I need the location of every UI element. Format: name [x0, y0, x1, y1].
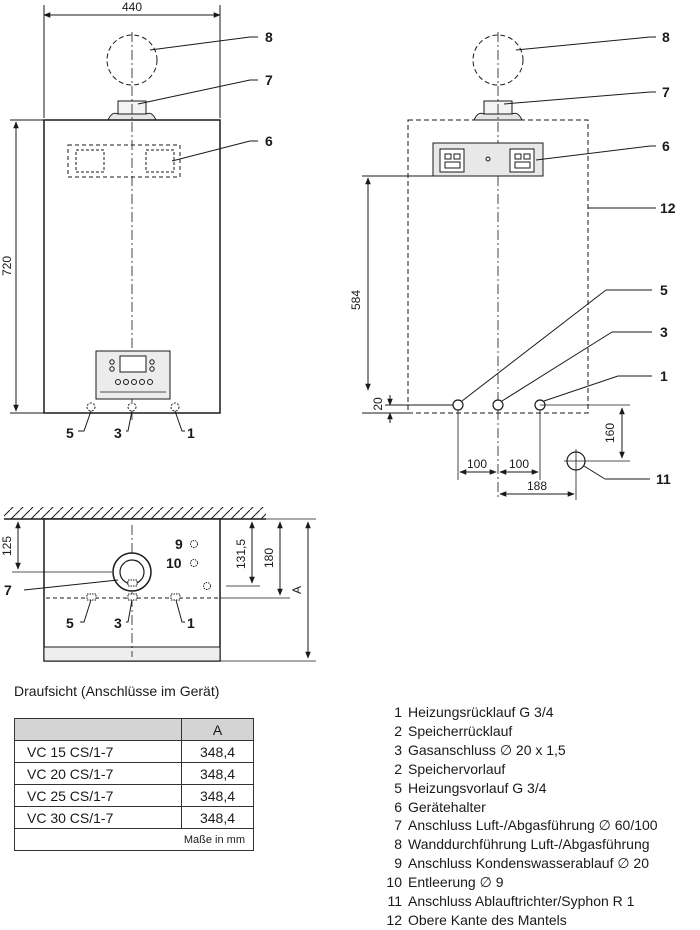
- callout-rear-1: 1: [660, 368, 668, 384]
- legend-item: 2 Speichervorlauf: [374, 760, 658, 779]
- legend-text: Heizungsrücklauf G 3/4: [408, 704, 554, 720]
- legend-text: Obere Kante des Mantels: [408, 911, 567, 928]
- wall-hatch: [4, 507, 266, 519]
- dim-offset-20: 20: [371, 397, 385, 411]
- legend-text: Speichervorlauf: [408, 760, 506, 777]
- callout-top-1: 1: [187, 615, 195, 631]
- rear-view: 584 20 160 100 100 188: [349, 29, 676, 500]
- callout-rear-5: 5: [660, 282, 668, 298]
- callout-front-1: 1: [187, 425, 195, 441]
- callout-rear-11: 11: [656, 471, 671, 487]
- callout-top-3: 3: [114, 615, 122, 631]
- legend-list: 1 Heizungsrücklauf G 3/4 2 Speicherrücklau…: [374, 703, 658, 930]
- table-row: VC 20 CS/1-7 348,4: [14, 762, 254, 785]
- wall-duct-outline: [106, 34, 158, 86]
- callout-front-6: 6: [265, 133, 273, 149]
- callout-rear-6: 6: [662, 138, 670, 154]
- legend-item: 11 Anschluss Ablauftrichter/Syphon R 1: [374, 892, 658, 911]
- dim-width-440: 440: [122, 0, 142, 14]
- legend-number: 11: [387, 893, 402, 910]
- callout-rear-3: 3: [660, 324, 668, 340]
- table-header-model: [14, 718, 182, 741]
- table-cell-model: VC 25 CS/1-7: [14, 784, 182, 807]
- legend-text: Anschluss Luft-/Abgasführung ∅ 60/100: [408, 817, 658, 834]
- legend-number: 2: [394, 722, 402, 739]
- callout-front-7: 7: [265, 72, 273, 88]
- connection-5: [452, 399, 464, 411]
- legend-text: Heizungsvorlauf G 3/4: [408, 779, 547, 796]
- table-footer-row: Maße in mm: [14, 828, 254, 851]
- callout-top-10: 10: [166, 555, 182, 571]
- legend-text: Gasanschluss ∅ 20 x 1,5: [408, 741, 566, 758]
- legend-number: 6: [394, 798, 402, 815]
- top-view-caption: Draufsicht (Anschlüsse im Gerät): [14, 683, 220, 699]
- legend-text: Wanddurchführung Luft-/Abgasführung: [408, 836, 650, 853]
- legend-text: Anschluss Ablauftrichter/Syphon R 1: [408, 893, 635, 910]
- legend-number: 9: [394, 855, 402, 872]
- callout-top-9: 9: [175, 536, 183, 552]
- table-cell-a: 348,4: [181, 784, 254, 807]
- dim-top-131-5: 131,5: [234, 539, 248, 569]
- legend-text: Gerätehalter: [408, 798, 486, 815]
- table-row: VC 25 CS/1-7 348,4: [14, 784, 254, 807]
- front-view: 440 720: [0, 0, 273, 441]
- legend-number: 2: [394, 760, 402, 777]
- dim-top-125: 125: [0, 536, 14, 556]
- table-cell-a: 348,4: [181, 762, 254, 785]
- callout-rear-12: 12: [660, 200, 676, 216]
- legend-number: 3: [394, 741, 402, 758]
- legend-item: 10 Entleerung ∅ 9: [374, 873, 658, 892]
- legend-item: 6 Gerätehalter: [374, 798, 658, 817]
- dimension-table: A VC 15 CS/1-7 348,4 VC 20 CS/1-7 348,4 …: [14, 718, 254, 851]
- legend-item: 1 Heizungsrücklauf G 3/4: [374, 703, 658, 722]
- dim-spacing-100-right: 100: [509, 457, 529, 471]
- display: [119, 355, 147, 373]
- dim-height-584: 584: [349, 290, 363, 310]
- legend-number: 7: [394, 817, 402, 834]
- table-row: VC 15 CS/1-7 348,4: [14, 740, 254, 763]
- legend-item: 3 Gasanschluss ∅ 20 x 1,5: [374, 741, 658, 760]
- legend-number: 5: [394, 779, 402, 796]
- dim-offset-188: 188: [527, 479, 547, 493]
- legend-text: Speicherrücklauf: [408, 722, 513, 739]
- dim-height-720: 720: [0, 256, 14, 276]
- dim-depth-A: A: [290, 586, 304, 594]
- legend-number: 12: [386, 911, 402, 928]
- wall-duct-outline-rear: [472, 34, 524, 86]
- unit-note: Maße in mm: [14, 828, 254, 851]
- legend-text: Entleerung ∅ 9: [408, 874, 504, 891]
- table-cell-a: 348,4: [181, 806, 254, 829]
- legend-text: Anschluss Kondenswasserablauf ∅ 20: [408, 855, 650, 872]
- legend-item: 12 Obere Kante des Mantels: [374, 911, 658, 930]
- legend-item: 2 Speicherrücklauf: [374, 722, 658, 741]
- legend-item: 8 Wanddurchführung Luft-/Abgasführung: [374, 835, 658, 854]
- table-cell-model: VC 15 CS/1-7: [14, 740, 182, 763]
- callout-front-3: 3: [114, 425, 122, 441]
- legend-number: 1: [394, 704, 402, 720]
- table-cell-model: VC 30 CS/1-7: [14, 806, 182, 829]
- table-header-a: A: [181, 718, 254, 741]
- dim-top-180: 180: [262, 548, 276, 568]
- legend-item: 9 Anschluss Kondenswasserablauf ∅ 20: [374, 854, 658, 873]
- top-view: 125 131,5 180 A 9 10 7 5 3 1: [0, 507, 316, 662]
- table-cell-a: 348,4: [181, 740, 254, 763]
- connection-3: [492, 399, 504, 411]
- callout-front-8: 8: [265, 29, 273, 45]
- dim-drop-160: 160: [603, 423, 617, 443]
- callout-rear-7: 7: [662, 84, 670, 100]
- dim-spacing-100-left: 100: [467, 457, 487, 471]
- table-row: VC 30 CS/1-7 348,4: [14, 806, 254, 829]
- legend-item: 5 Heizungsvorlauf G 3/4: [374, 779, 658, 798]
- table-header-row: A: [14, 718, 254, 741]
- table-cell-model: VC 20 CS/1-7: [14, 762, 182, 785]
- callout-top-7: 7: [4, 582, 12, 598]
- callout-front-5: 5: [66, 425, 74, 441]
- technical-drawing: 440 720: [0, 0, 676, 662]
- legend-number: 10: [386, 874, 402, 891]
- legend-number: 8: [394, 836, 402, 853]
- callout-top-5: 5: [66, 615, 74, 631]
- legend-item: 7 Anschluss Luft-/Abgasführung ∅ 60/100: [374, 816, 658, 835]
- callout-rear-8: 8: [662, 29, 670, 45]
